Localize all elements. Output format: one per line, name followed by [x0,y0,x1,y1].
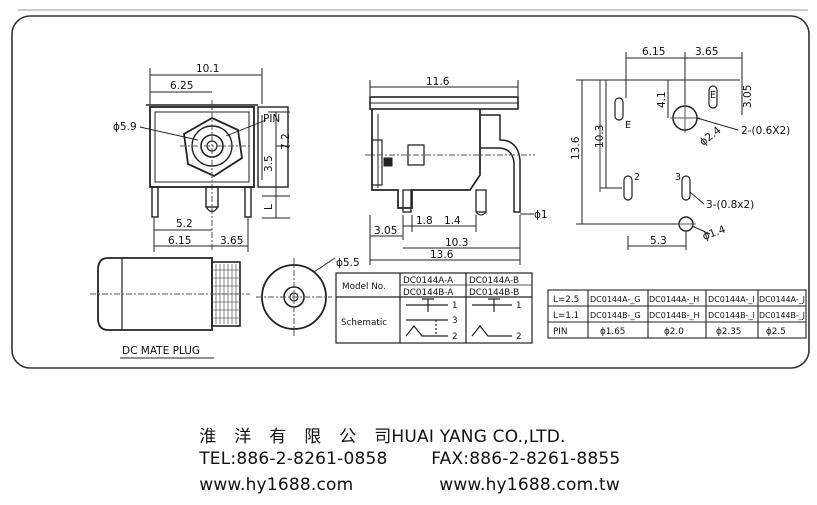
tel-text: TEL:886-2-8261-0858 [199,449,388,469]
model-col-b2: DC0144B-B [469,288,519,298]
dim-front-l: L [263,204,275,210]
pin-r1-c2: DC0144A-_H [649,295,699,304]
company-cn-3: 有 [269,427,287,447]
web-link-1[interactable]: www.hy1688.com [199,475,354,495]
dim-top-41: 4.1 [656,91,668,108]
company-cn-5: 公 [339,427,357,447]
dim-top-103: 10.3 [594,125,606,148]
web-line: www.hy1688.com www.hy1688.com.tw [188,455,620,495]
label-phi-1: ϕ1 [534,209,548,221]
pin-r2-c4: DC0144B-_J [759,311,805,320]
dc-mate-plug [90,257,336,359]
model-col-a1: DC0144A-A [403,276,453,286]
company-cn-1: 淮 [199,427,217,447]
fax-text: FAX:886-2-8261-8855 [431,449,621,469]
front-view [139,68,290,252]
label-n3: 3 [675,172,681,183]
model-col-a2: DC0144B-A [403,288,453,298]
dim-top-53: 5.3 [650,235,667,247]
label-slot-3: 3-(0.8x2) [706,199,754,211]
pin-row1-label: L=2.5 [553,295,579,305]
company-cn-2: 洋 [234,427,252,447]
model-table [335,272,533,344]
dim-top-365: 3.65 [695,46,718,58]
label-pin: PIN [263,113,280,125]
schematic-pin2a: 2 [452,332,458,342]
dim-front-center: 6.25 [170,80,193,92]
dim-side-116: 11.6 [426,76,450,88]
label-n2: 2 [634,172,640,183]
schematic-pin2b: 2 [516,332,522,342]
label-slot-2: 2-(0.6X2) [741,125,790,137]
pin-row2-label: L=1.1 [553,311,579,321]
label-phi-5-9: ϕ5.9 [113,121,137,133]
contact-line: TEL:886-2-8261-0858 FAX:886-2-8261-8855 [188,429,620,469]
schematic-pin1: 1 [452,301,458,311]
pin-r2-c3: DC0144B-_I [708,311,755,320]
dim-front-width: 10.1 [196,63,219,75]
pin-row3-label: PIN [553,327,567,337]
dim-top-305: 3.05 [742,85,754,108]
schematic-pin3: 3 [452,316,458,326]
label-phi-5-5: ϕ5.5 [336,257,360,269]
pin-r3-c2: ϕ2.0 [664,327,684,337]
dim-side-136: 13.6 [430,249,454,261]
pcb-layout-view [576,52,743,250]
pin-r1-c4: DC0144A-_J [759,295,805,304]
model-col-b1: DC0144A-B [469,276,519,286]
pin-r2-c2: DC0144B-_H [649,311,700,320]
company-cn-4: 限 [304,427,322,447]
pin-table [547,289,807,339]
model-header-label: Model No. [342,282,386,292]
side-view [365,80,535,265]
pin-r3-c3: ϕ2.35 [716,327,741,337]
pin-r2-c1: DC0144B-_G [590,311,641,320]
dim-side-103: 10.3 [445,237,468,249]
dim-side-18: 1.8 [416,215,433,227]
dim-front-52: 5.2 [176,218,193,230]
pin-r1-c1: DC0144A-_G [590,295,641,304]
company-name-en: HUAI YANG CO.,LTD. [391,427,566,447]
dim-side-305: 3.05 [374,225,397,237]
pin-r3-c1: ϕ1.65 [600,327,625,337]
label-e2: E [710,90,716,101]
label-e1: E [625,120,631,131]
dim-side-14: 1.4 [444,215,461,227]
dim-front-35: 3.5 [263,155,275,172]
dim-top-615: 6.15 [642,46,665,58]
company-line: 淮洋有限公司HUAI YANG CO.,LTD. [188,402,566,447]
dim-top-136: 13.6 [570,136,582,160]
pin-r1-c3: DC0144A-_I [708,295,755,304]
dim-front-615: 6.15 [168,235,191,247]
schematic-pin1b: 1 [516,301,522,311]
pin-r3-c4: ϕ2.5 [766,327,786,337]
dim-front-365: 3.65 [220,235,243,247]
schematic-label: Schematic [341,318,387,328]
label-dc-mate-plug: DC MATE PLUG [122,345,200,357]
company-cn-6: 司 [374,427,392,447]
dim-front-72: 7.2 [280,133,292,150]
web-link-2[interactable]: www.hy1688.com.tw [439,475,620,495]
